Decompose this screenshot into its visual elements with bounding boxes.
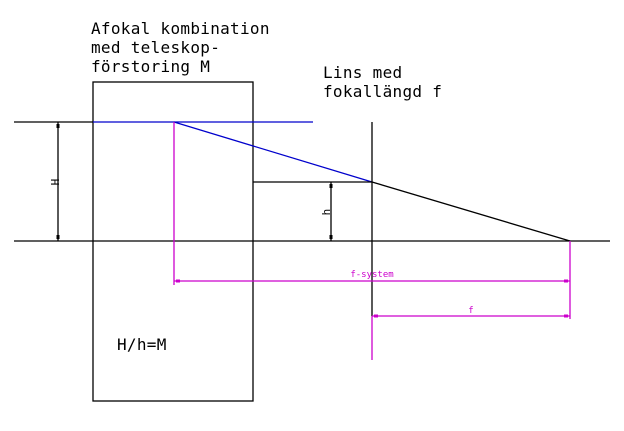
lens-label-line2: fokallängd f: [323, 82, 443, 101]
afocal-system-box: [92, 81, 254, 402]
f-label: f: [468, 306, 473, 316]
focused-ray: [371, 181, 571, 242]
lens-label-line1: Lins med: [323, 63, 403, 82]
h-label: h: [320, 209, 333, 216]
afocal-label-line3: förstoring M: [91, 57, 211, 76]
equivalent-ray: [173, 121, 373, 183]
f-system-label: f-system: [350, 270, 393, 280]
afocal-label-line2: med teleskop-: [91, 38, 221, 57]
H-label: H: [49, 179, 62, 186]
ratio-label: H/h=M: [117, 335, 167, 354]
afocal-label-line1: Afokal kombination: [91, 19, 270, 38]
